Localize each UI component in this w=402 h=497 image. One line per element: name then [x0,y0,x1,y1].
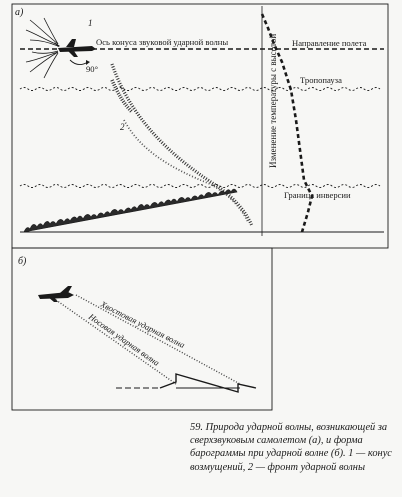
cone-axis-label: Ось конуса звуковой ударной волны [96,37,228,47]
angle-arrow [86,60,90,65]
inversion-label: Граница инверсии [284,190,351,200]
panel-b: б) Хвостовая ударная волна Носовая ударн… [11,247,273,411]
panel-b-tag: б) [18,256,27,267]
tropopause-label: Тропопауза [300,75,342,85]
disturbance-cone [25,17,59,79]
shock-front-upper [110,79,134,114]
tail-wave-line [75,294,241,385]
figure-caption: 59. Природа ударной волны, возникающей з… [190,422,392,473]
jet-aircraft-icon [38,286,74,302]
panel-b-frame [11,247,273,411]
shock-front-outer [110,63,254,227]
aircraft-number: 1 [88,18,93,28]
cone-number: 2 [120,122,125,132]
flight-direction-label: Направление полета [292,38,367,48]
panel-a-tag: а) [15,7,24,18]
tropopause-line [19,87,381,91]
bow-wave-line [55,299,177,385]
inversion-line [19,184,381,188]
ground-vegetation [23,188,238,233]
angle-label: 90° [86,64,99,74]
barogram-n-wave [116,373,257,393]
temperature-axis-label: Изменение температуры с высотой [268,34,278,168]
panel-a: а) Изменение температуры с высотой Ось к… [11,3,389,249]
jet-aircraft-icon [54,39,96,57]
